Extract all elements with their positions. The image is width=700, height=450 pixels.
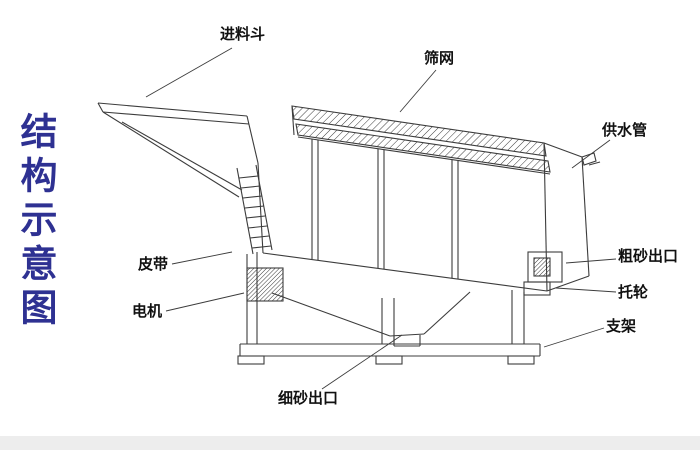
label-support-roller: 托轮 (618, 284, 649, 301)
feed-hopper-shape (97, 102, 259, 198)
coarse-outlet-shape (527, 251, 563, 283)
fine-outlet-funnel-shape (271, 291, 471, 347)
base-frame-shape (237, 252, 541, 365)
screen-mesh-shape (291, 105, 551, 173)
drum-body-shape (257, 136, 551, 292)
label-belt: 皮带 (138, 256, 169, 273)
label-fine-sand-outlet: 细砂出口 (278, 390, 339, 407)
footer-strip (0, 436, 700, 450)
label-water-pipe: 供水管 (602, 122, 648, 139)
leader-lines (145, 47, 617, 390)
label-coarse-sand-outlet: 粗砂出口 (618, 248, 679, 265)
diagram-title: 结构示意图 (15, 112, 56, 332)
support-roller-shape (523, 281, 551, 296)
label-screen-mesh: 筛网 (424, 50, 455, 67)
label-support-frame: 支架 (606, 318, 637, 335)
label-motor: 电机 (132, 303, 163, 320)
belt-shape (236, 164, 273, 255)
label-feed-hopper: 进料斗 (220, 26, 266, 43)
water-pipe-shape (543, 142, 601, 292)
motor-shape (246, 267, 284, 302)
